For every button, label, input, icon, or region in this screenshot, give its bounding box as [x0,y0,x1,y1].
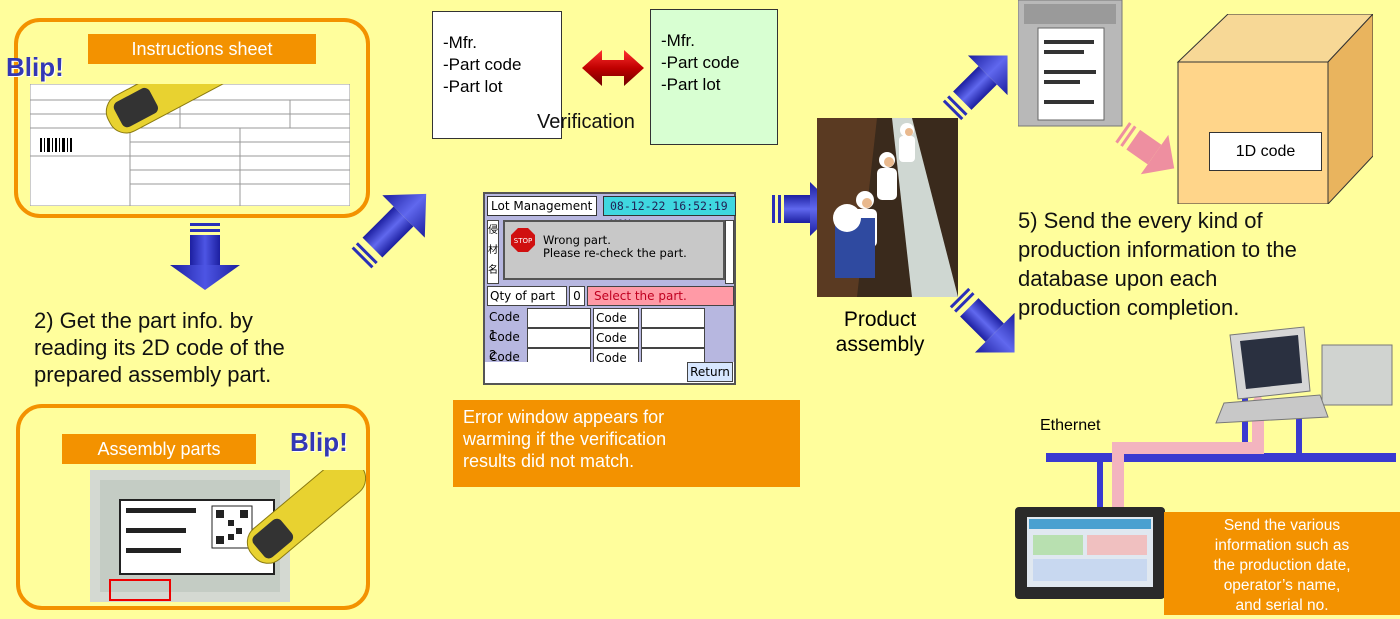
step5-text: 5) Send the every kind of production inf… [1018,206,1297,322]
label-printer-icon [1018,0,1123,127]
code2-label: Code 2 [489,330,520,362]
doc-left-mfr: -Mfr. [443,33,477,52]
send-info-note: Send the various information such as the… [1164,512,1400,615]
doc-right-part-lot: -Part lot [661,75,721,94]
hmi-side-labels: 侵 材 名 [487,220,499,284]
barcode-label-box: 1D code [1209,132,1322,171]
diagonal-arrow-up-icon [351,193,427,269]
verification-double-arrow-icon [582,50,644,86]
code5-input[interactable] [641,328,705,348]
doc-left-part-code: -Part code [443,55,522,74]
error-line-1: Wrong part. [543,233,611,247]
error-message: Wrong part. Please re-check the part. [543,234,687,260]
code4-label: Code 4 [593,308,639,343]
error-line-2: Please re-check the part. [543,246,687,260]
instructions-sheet-label: Instructions sheet [88,34,316,64]
assembly-label-line-2: assembly [835,333,925,356]
blip-text-bottom: Blip! [290,427,348,457]
instructions-sheet-image [30,84,350,206]
step2-line-3: prepared assembly part. [34,362,272,387]
return-button[interactable]: Return [687,362,733,382]
verification-label: Verification [537,111,635,133]
send-note-line-3: the production date, [1213,557,1351,574]
select-part-prompt: Select the part. [587,286,734,306]
arrow-to-printer-icon [942,55,1008,121]
error-note-line-1: Error window appears for [463,407,665,427]
assembly-label-line-1: Product [843,308,917,331]
qty-label: Qty of part [487,286,567,306]
error-note-line-2: warming if the verification [463,429,667,449]
qty-value: 0 [569,286,585,306]
hmi-touch-panel-icon [1015,507,1165,599]
doc-left: -Mfr. -Part code -Part lot [432,11,562,139]
side-char-1: 侵 [488,225,498,236]
send-note-line-1: Send the various [1223,517,1341,534]
assembly-label: Product assembly [833,307,927,357]
hmi-title: Lot Management [487,196,597,216]
hmi-scrollbar[interactable] [725,220,734,284]
stop-sign-text: STOP [514,237,532,245]
ethernet-label: Ethernet [1040,417,1101,434]
step2-line-2: reading its 2D code of the [34,335,285,360]
shipping-box [1176,14,1373,204]
step2-line-1: 2) Get the part info. by [34,308,253,333]
code1-label: Code 1 [489,310,520,342]
doc-right-part-code: -Part code [661,53,740,72]
error-note: Error window appears for warming if the … [453,400,800,487]
assembly-part-photo [90,470,367,602]
code2-input[interactable] [527,328,591,348]
stop-sign-icon: STOP [511,228,535,252]
doc-right-mfr: -Mfr. [661,31,695,50]
step5-line-3: database upon each [1018,266,1218,291]
assembly-line-image [817,118,958,297]
pink-arrow-to-box-icon [1115,122,1175,175]
down-arrow-icon [170,223,240,290]
send-note-line-5: and serial no. [1235,597,1329,614]
code4-input[interactable] [641,308,705,328]
ethernet-network-lines [1046,388,1396,548]
hmi-clock: 08-12-22 16:52:19 MON [603,196,736,231]
database-computer-icon [1215,326,1393,424]
assembly-parts-label: Assembly parts [62,434,256,464]
step5-line-1: 5) Send the every kind of [1018,208,1263,233]
blip-text-top: Blip! [6,52,64,82]
error-message-box: STOP Wrong part. Please re-check the par… [503,220,725,280]
doc-left-part-lot: -Part lot [443,77,503,96]
step5-line-4: production completion. [1018,295,1240,320]
send-note-line-4: operator’s name, [1223,577,1341,594]
send-note-line-2: information such as [1214,537,1350,554]
side-char-3: 名 [488,265,498,276]
doc-right: -Mfr. -Part code -Part lot [650,9,778,145]
side-char-2: 材 [488,245,498,256]
code5-label: Code 5 [593,328,639,363]
step2-text: 2) Get the part info. by reading its 2D … [34,307,285,388]
error-note-line-3: results did not match. [463,451,635,471]
step5-line-2: production information to the [1018,237,1297,262]
code1-input[interactable] [527,308,591,328]
error-window: Lot Management 08-12-22 16:52:19 MON 侵 材… [483,192,736,385]
hmi-footer [485,362,734,383]
